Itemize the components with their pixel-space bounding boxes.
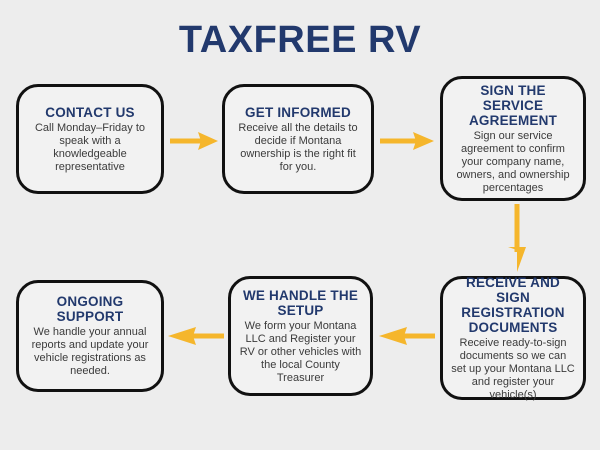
step-body: We handle your annual reports and update… [31,326,149,377]
arrow-down-icon-sign-to-receive [508,204,526,272]
step-heading: GET INFORMED [245,104,351,120]
step-body: Receive all the details to decide if Mon… [238,121,358,173]
step-heading: SIGN THE SERVICE AGREEMENT [468,82,558,128]
step-heading: ONGOING SUPPORT [56,294,124,324]
step-body: Receive ready-to-sign documents so we ca… [451,336,575,401]
step-box-receive-and-sign-registration-documents: RECEIVE AND SIGN REGISTRATION DOCUMENTS … [440,274,586,401]
page-title: TAXFREE RV [178,19,422,61]
step-box-contact-us: CONTACT US Call Monday–Friday to speak w… [16,84,164,194]
arrow-right-icon-contact-to-informed [170,132,218,150]
arrow-left-icon-receive-to-setup [379,327,435,345]
arrow-right-icon-informed-to-sign [380,132,434,150]
step-body: Call Monday–Friday to speak with a knowl… [34,121,146,173]
step-heading: WE HANDLE THE SETUP [242,287,359,318]
step-body: Sign our service agreement to confirm yo… [456,129,570,194]
step-box-get-informed: GET INFORMED Receive all the details to … [222,84,374,194]
step-heading: RECEIVE AND SIGN REGISTRATION DOCUMENTS [461,274,565,335]
arrow-left-icon-setup-to-ongoing [168,327,224,345]
step-box-we-handle-the-setup: WE HANDLE THE SETUP We form your Montana… [228,276,373,396]
step-box-ongoing-support: ONGOING SUPPORT We handle your annual re… [16,280,164,392]
step-body: We form your Montana LLC and Register yo… [239,319,362,384]
step-heading: CONTACT US [45,104,135,120]
step-box-sign-the-service-agreement: SIGN THE SERVICE AGREEMENT Sign our serv… [440,76,586,201]
